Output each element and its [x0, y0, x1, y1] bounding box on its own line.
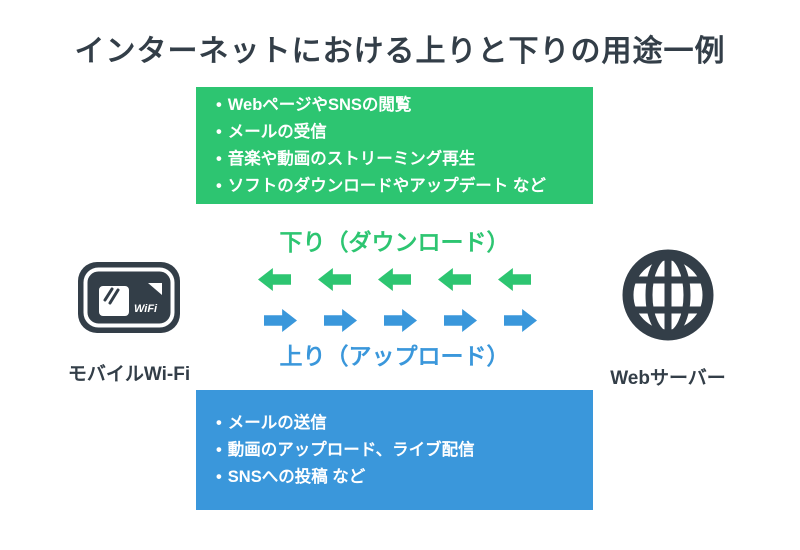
left-arrow-icon [438, 268, 471, 291]
bullet-dot: • [216, 95, 222, 114]
download-arrows-row [196, 268, 593, 292]
bullet-dot: • [216, 467, 222, 486]
upload-usage-item-text: SNSへの投稿 など [227, 467, 366, 486]
right-arrow-icon [504, 309, 537, 332]
upload-arrows-row [202, 309, 599, 333]
right-arrow-icon [444, 309, 477, 332]
download-usage-item-text: ソフトのダウンロードやアップデート など [227, 176, 546, 195]
download-usage-item: • WebページやSNSの閲覧 [216, 92, 593, 119]
bullet-dot: • [216, 413, 222, 432]
left-arrow-icon [378, 268, 411, 291]
upload-usage-item: • 動画のアップロード、ライブ配信 [216, 437, 593, 464]
upload-flow-label: 上り（アップロード） [279, 343, 510, 369]
download-usage-item: • ソフトのダウンロードやアップデート など [216, 173, 593, 200]
left-arrow-icon [258, 268, 291, 291]
upload-usage-item-text: 動画のアップロード、ライブ配信 [227, 440, 475, 459]
globe-icon [622, 249, 714, 346]
page-title: インターネットにおける上りと下りの用途一例 [74, 35, 726, 68]
download-usage-item-text: メールの受信 [227, 122, 327, 141]
bullet-dot: • [216, 149, 222, 168]
download-usage-item: • メールの受信 [216, 119, 593, 146]
download-usage-item-text: WebページやSNSの閲覧 [227, 95, 412, 114]
web-server-node: Webサーバー [592, 249, 744, 390]
web-server-label: Webサーバー [610, 368, 726, 389]
mobile-wifi-label: モバイルWi-Fi [67, 364, 191, 385]
upload-usage-item-text: メールの送信 [227, 413, 327, 432]
upload-usage-item: • SNSへの投稿 など [216, 464, 593, 491]
bullet-dot: • [216, 440, 222, 459]
upload-usage-item: • メールの送信 [216, 410, 593, 437]
download-usage-item: • 音楽や動画のストリーミング再生 [216, 146, 593, 173]
mobile-wifi-node: WiFi モバイルWi-Fi [48, 262, 210, 386]
wifi-device-text: WiFi [134, 303, 158, 315]
mobile-wifi-router-icon: WiFi [78, 262, 180, 338]
left-arrow-icon [498, 268, 531, 291]
right-arrow-icon [324, 309, 357, 332]
download-flow-label: 下り（ダウンロード） [279, 229, 510, 255]
upload-usage-box: • メールの送信 • 動画のアップロード、ライブ配信 • SNSへの投稿 など [196, 390, 593, 510]
left-arrow-icon [318, 268, 351, 291]
bullet-dot: • [216, 122, 222, 141]
right-arrow-icon [384, 309, 417, 332]
download-usage-item-text: 音楽や動画のストリーミング再生 [227, 149, 476, 168]
download-usage-box: •WebページやSNSの閲覧 •メールの受信 •音楽や動画のストリーミング再生 … [196, 87, 593, 204]
bullet-dot: • [216, 176, 222, 195]
right-arrow-icon [264, 309, 297, 332]
